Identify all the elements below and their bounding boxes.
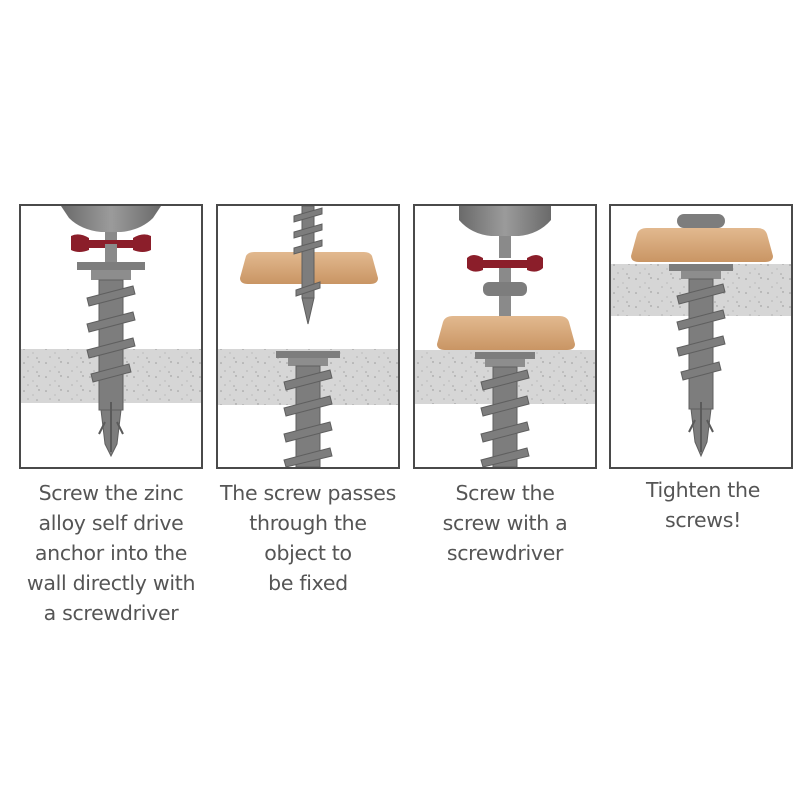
step-2-illustration xyxy=(216,204,400,469)
caption-line: screw with a xyxy=(442,511,568,535)
step-4-caption: Tighten the screws! xyxy=(598,475,808,535)
anchor-thread xyxy=(676,278,726,410)
caption-line: wall directly with xyxy=(26,571,196,595)
screw-head xyxy=(677,214,725,228)
caption-line: be fixed xyxy=(268,571,348,595)
step-3-caption: Screw the screw with a screwdriver xyxy=(400,478,610,568)
caption-line: anchor into the xyxy=(34,541,188,565)
caption-line: Screw the zinc xyxy=(38,481,184,505)
screw xyxy=(293,206,323,325)
anchor-head xyxy=(475,352,535,359)
caption-line: a screwdriver xyxy=(43,601,179,625)
caption-line: through the xyxy=(249,511,367,535)
step-2-caption: The screw passes through the object to b… xyxy=(204,478,412,598)
wood-object xyxy=(437,316,575,350)
step-1-illustration xyxy=(19,204,203,469)
step-4-illustration xyxy=(609,204,793,469)
anchor-thread xyxy=(480,366,530,467)
step-1-caption: Screw the zinc alloy self drive anchor i… xyxy=(6,478,216,628)
anchor-head xyxy=(669,264,733,271)
anchor-head xyxy=(276,351,340,358)
caption-line: screwdriver xyxy=(446,541,564,565)
caption-line: screws! xyxy=(664,508,742,532)
caption-line: The screw passes xyxy=(220,481,396,505)
screw-head xyxy=(483,282,527,296)
caption-line: object to xyxy=(264,541,352,565)
step-3-illustration xyxy=(413,204,597,469)
drill-chuck xyxy=(61,206,161,232)
caption-line: alloy self drive xyxy=(38,511,184,535)
anchor-thread xyxy=(283,365,333,467)
caption-line: Tighten the xyxy=(645,478,761,502)
drill-chuck xyxy=(459,206,551,236)
caption-line: Screw the xyxy=(455,481,555,505)
anchor-head xyxy=(77,262,145,270)
wood-object xyxy=(631,228,773,262)
